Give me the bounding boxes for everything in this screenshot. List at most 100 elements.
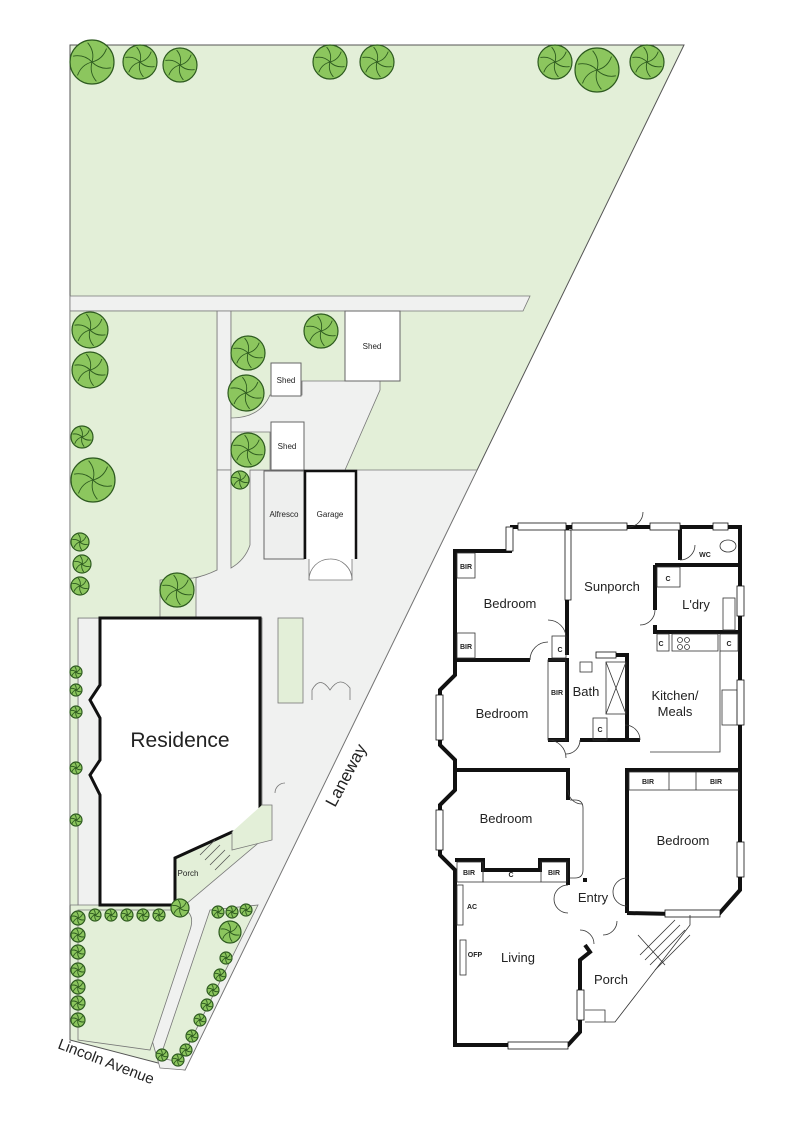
- tree-icon: [70, 944, 86, 960]
- bir-label: BIR: [548, 870, 560, 877]
- gate: [311, 681, 351, 700]
- tree-icon: [72, 554, 92, 574]
- shed-large-label: Shed: [363, 342, 382, 351]
- tree-icon: [629, 44, 665, 80]
- tree-icon: [312, 44, 348, 80]
- fireplace-label: OFP: [468, 952, 483, 959]
- tree-icon: [574, 47, 620, 93]
- cupboard-label: C: [597, 727, 602, 734]
- room-bedroom-lower: Bedroom: [480, 811, 533, 826]
- tree-icon: [170, 898, 190, 918]
- tree-icon: [70, 979, 86, 995]
- tree-icon: [70, 425, 94, 449]
- cupboard-label: C: [658, 641, 663, 648]
- room-laundry: L'dry: [682, 597, 710, 612]
- room-kitchen-line1: Kitchen/: [652, 688, 699, 703]
- site-porch-label: Porch: [178, 869, 199, 878]
- alfresco-label: Alfresco: [270, 510, 299, 519]
- room-bath: Bath: [573, 684, 600, 699]
- garage-door-swing: [308, 558, 353, 581]
- tree-icon: [193, 1013, 207, 1027]
- tree-icon: [303, 313, 339, 349]
- shed-small-lower: [270, 421, 305, 471]
- shed-small-upper: [270, 362, 302, 397]
- tree-icon: [122, 44, 158, 80]
- room-bedroom-top: Bedroom: [484, 596, 537, 611]
- shed-small-lower-label: Shed: [278, 442, 297, 451]
- tree-icon: [152, 908, 166, 922]
- garage-label: Garage: [317, 510, 344, 519]
- tree-icon: [70, 927, 86, 943]
- tree-icon: [120, 908, 134, 922]
- tree-icon: [213, 968, 227, 982]
- tree-icon: [104, 908, 118, 922]
- bir-label: BIR: [460, 644, 472, 651]
- tree-icon: [171, 1053, 185, 1067]
- room-sunporch: Sunporch: [584, 579, 640, 594]
- tree-icon: [70, 1012, 86, 1028]
- room-entry: Entry: [578, 890, 609, 905]
- tree-icon: [69, 813, 83, 827]
- bir-label: BIR: [463, 870, 475, 877]
- ac-label: AC: [467, 904, 477, 911]
- tree-icon: [211, 905, 225, 919]
- bir-label: BIR: [460, 564, 472, 571]
- cupboard-label: C: [726, 641, 731, 648]
- room-porch: Porch: [594, 972, 628, 987]
- tree-icon: [155, 1048, 169, 1062]
- floor-plan: Bedroom Sunporch L'dry Bath Kitchen/ Mea…: [435, 511, 745, 1050]
- tree-icon: [69, 39, 115, 85]
- tree-icon: [227, 374, 265, 412]
- fixtures: [456, 511, 740, 1023]
- trees: [69, 39, 665, 1067]
- tree-icon: [70, 910, 86, 926]
- garage: [303, 469, 358, 559]
- room-living: Living: [501, 950, 535, 965]
- shed-small-upper-label: Shed: [277, 376, 296, 385]
- tree-icon: [218, 920, 242, 944]
- tree-icon: [179, 1043, 193, 1057]
- windows: [435, 522, 745, 1050]
- tree-icon: [200, 998, 214, 1012]
- tree-icon: [69, 761, 83, 775]
- room-bedroom-mid: Bedroom: [476, 706, 529, 721]
- tree-icon: [206, 983, 220, 997]
- tree-icon: [225, 905, 239, 919]
- tree-icon: [69, 665, 83, 679]
- residence-label: Residence: [130, 729, 229, 752]
- bir-label: BIR: [710, 779, 722, 786]
- tree-icon: [70, 457, 116, 503]
- tree-icon: [239, 903, 253, 917]
- tree-icon: [230, 470, 250, 490]
- tree-icon: [71, 311, 109, 349]
- alfresco: [263, 470, 305, 560]
- tree-icon: [185, 1029, 199, 1043]
- garage-doors: [308, 559, 353, 581]
- tree-icon: [88, 908, 102, 922]
- room-bedroom-right: Bedroom: [657, 833, 710, 848]
- cupboard-label: C: [508, 872, 513, 879]
- cupboard-label: C: [665, 576, 670, 583]
- bir-label: BIR: [551, 690, 563, 697]
- porch-garden: [231, 804, 273, 851]
- porch-steps: [199, 839, 231, 871]
- bir-label: BIR: [642, 779, 654, 786]
- site-plan: Shed Shed Shed Alfresco Garage Residence…: [56, 39, 685, 1088]
- tree-icon: [230, 335, 266, 371]
- tree-icon: [69, 705, 83, 719]
- tree-icon: [219, 951, 233, 965]
- tree-icon: [70, 995, 86, 1011]
- tree-icon: [70, 576, 90, 596]
- tree-icon: [69, 683, 83, 697]
- cupboard-label: C: [557, 647, 562, 654]
- tree-icon: [71, 351, 109, 389]
- room-kitchen-line2: Meals: [658, 704, 693, 719]
- tree-icon: [136, 908, 150, 922]
- tree-icon: [70, 962, 86, 978]
- tree-icon: [159, 572, 195, 608]
- tree-icon: [162, 47, 198, 83]
- tree-icon: [230, 432, 266, 468]
- shed-large: [344, 310, 401, 382]
- side-door: [274, 782, 286, 794]
